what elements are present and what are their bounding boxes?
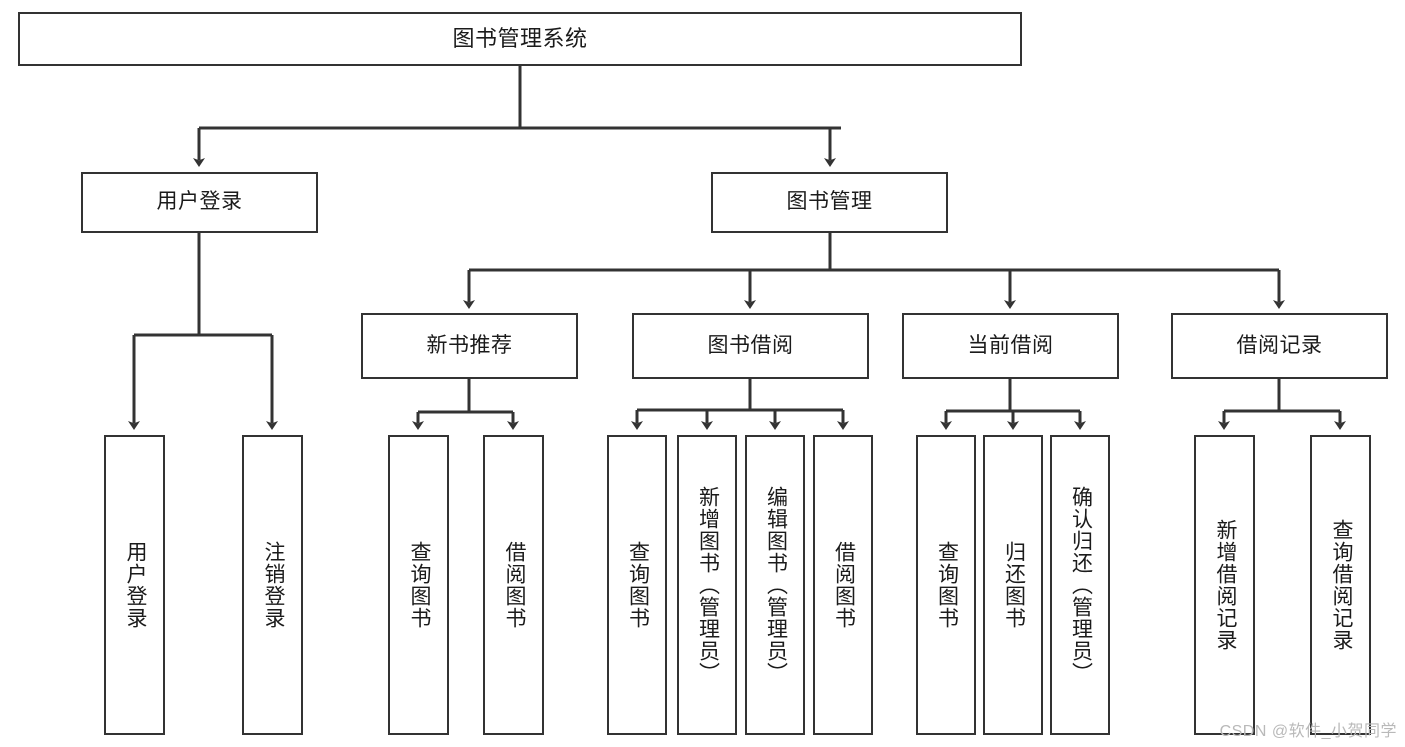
node-label: 归还图书: [1002, 541, 1026, 629]
leaf-query-book-2[interactable]: 查询图书: [607, 435, 667, 735]
node-label: 新增借阅记录: [1213, 519, 1237, 651]
leaf-confirm-return-admin[interactable]: 确认归还（管理员）: [1050, 435, 1110, 735]
node-label: 图书管理系统: [452, 26, 588, 52]
node-label: 确认归还（管理员）: [1069, 486, 1093, 684]
leaf-add-book-admin[interactable]: 新增图书（管理员）: [677, 435, 737, 735]
node-label: 新增图书（管理员）: [696, 486, 720, 684]
node-label: 图书借阅: [707, 333, 794, 357]
node-root-system[interactable]: 图书管理系统: [18, 12, 1022, 66]
node-label: 查询图书: [407, 541, 431, 629]
node-label: 用户登录: [156, 190, 243, 214]
node-borrow-record[interactable]: 借阅记录: [1171, 313, 1388, 379]
watermark-text: CSDN @软件_小贺同学: [1219, 723, 1397, 740]
node-book-management[interactable]: 图书管理: [711, 172, 948, 233]
leaf-logout-login[interactable]: 注销登录: [242, 435, 303, 735]
node-user-login[interactable]: 用户登录: [81, 172, 318, 233]
node-book-borrow[interactable]: 图书借阅: [632, 313, 869, 379]
node-label: 新书推荐: [426, 333, 513, 357]
leaf-add-borrow-record[interactable]: 新增借阅记录: [1194, 435, 1255, 735]
node-new-book-recommend[interactable]: 新书推荐: [361, 313, 578, 379]
node-label: 借阅图书: [502, 541, 526, 629]
node-label: 图书管理: [786, 190, 873, 214]
leaf-user-login[interactable]: 用户登录: [104, 435, 165, 735]
node-label: 用户登录: [123, 541, 147, 629]
node-label: 当前借阅: [967, 333, 1054, 357]
leaf-borrow-book-2[interactable]: 借阅图书: [813, 435, 873, 735]
node-label: 查询图书: [935, 541, 959, 629]
leaf-edit-book-admin[interactable]: 编辑图书（管理员）: [745, 435, 805, 735]
node-label: 注销登录: [261, 541, 285, 629]
node-label: 借阅图书: [832, 541, 856, 629]
node-label: 查询图书: [626, 541, 650, 629]
node-label: 借阅记录: [1236, 333, 1323, 357]
leaf-return-book[interactable]: 归还图书: [983, 435, 1043, 735]
node-label: 查询借阅记录: [1329, 519, 1353, 651]
node-current-borrow[interactable]: 当前借阅: [902, 313, 1119, 379]
leaf-query-borrow-record[interactable]: 查询借阅记录: [1310, 435, 1371, 735]
leaf-query-book-1[interactable]: 查询图书: [388, 435, 449, 735]
node-label: 编辑图书（管理员）: [764, 486, 788, 684]
leaf-borrow-book-1[interactable]: 借阅图书: [483, 435, 544, 735]
leaf-query-book-3[interactable]: 查询图书: [916, 435, 976, 735]
